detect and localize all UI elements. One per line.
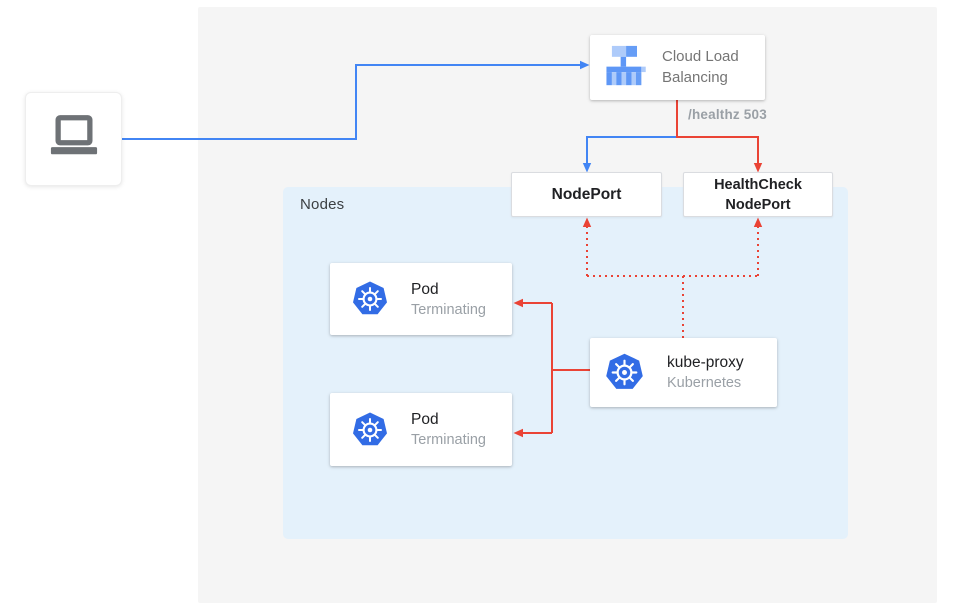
kube-proxy-card: kube-proxy Kubernetes <box>590 338 777 407</box>
pod-title: Pod <box>411 280 439 298</box>
pod-title: Pod <box>411 411 439 428</box>
pod-status: Terminating <box>411 301 486 318</box>
cloud-load-balancing-card: Cloud Load Balancing <box>590 35 765 100</box>
healthcheck-nodeport-card: HealthCheck NodePort <box>683 172 833 217</box>
kubernetes-icon <box>350 410 390 450</box>
nodeport-label: NodePort <box>551 185 622 203</box>
nodeport-card: NodePort <box>511 172 662 217</box>
kube-proxy-title: kube-proxy <box>667 354 744 371</box>
pod-status: Terminating <box>411 432 486 448</box>
kubernetes-icon <box>350 279 390 319</box>
healthcheck-nodeport-label: HealthCheck NodePort <box>714 176 802 213</box>
kubernetes-icon <box>603 351 646 394</box>
cloud-load-balancing-label: Cloud Load Balancing <box>662 47 739 86</box>
pod-card-1: Pod Terminating <box>330 263 512 335</box>
healthz-503-annotation: /healthz 503 <box>688 107 767 122</box>
client-card <box>25 92 122 186</box>
nodes-panel-label: Nodes <box>300 196 345 213</box>
cloud-load-balancing-icon <box>601 43 649 92</box>
laptop-icon <box>45 112 103 167</box>
pod-card-2: Pod Terminating <box>330 393 512 466</box>
kube-proxy-subtitle: Kubernetes <box>667 375 742 391</box>
